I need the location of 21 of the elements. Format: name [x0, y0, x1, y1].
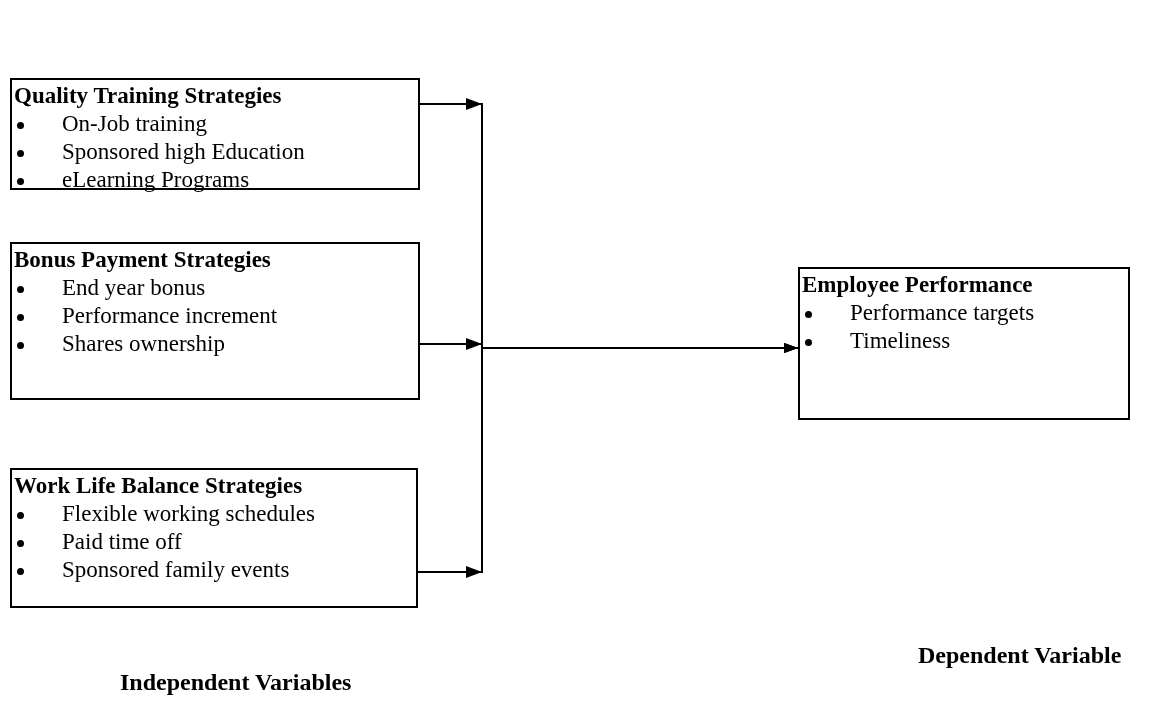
box-heading: Bonus Payment Strategies	[14, 246, 272, 274]
bullet-item: End year bonus	[14, 274, 418, 302]
bullet-item: Sponsored high Education	[14, 138, 418, 166]
bullet-item: Flexible working schedules	[14, 500, 416, 528]
bullet-item: Paid time off	[14, 528, 416, 556]
variable-box	[10, 78, 420, 190]
bullet-item: Shares ownership	[14, 330, 418, 358]
variable-box	[10, 242, 420, 400]
variable-label: Independent Variables	[120, 668, 352, 697]
variable-box	[10, 468, 418, 608]
bullet-item: Performance increment	[14, 302, 418, 330]
box-heading: Employee Performance	[802, 271, 1034, 299]
bullet-item: Sponsored family events	[14, 556, 416, 584]
bullet-item: Timeliness	[802, 327, 1128, 355]
bullet-item: On-Job training	[14, 110, 418, 138]
bullet-item: eLearning Programs	[14, 166, 418, 194]
variable-label: Dependent Variable	[918, 641, 1122, 670]
bullet-item: Performance targets	[802, 299, 1128, 327]
variable-box	[798, 267, 1130, 420]
box-heading: Work Life Balance Strategies	[14, 472, 304, 500]
box-heading: Quality Training Strategies	[14, 82, 283, 110]
